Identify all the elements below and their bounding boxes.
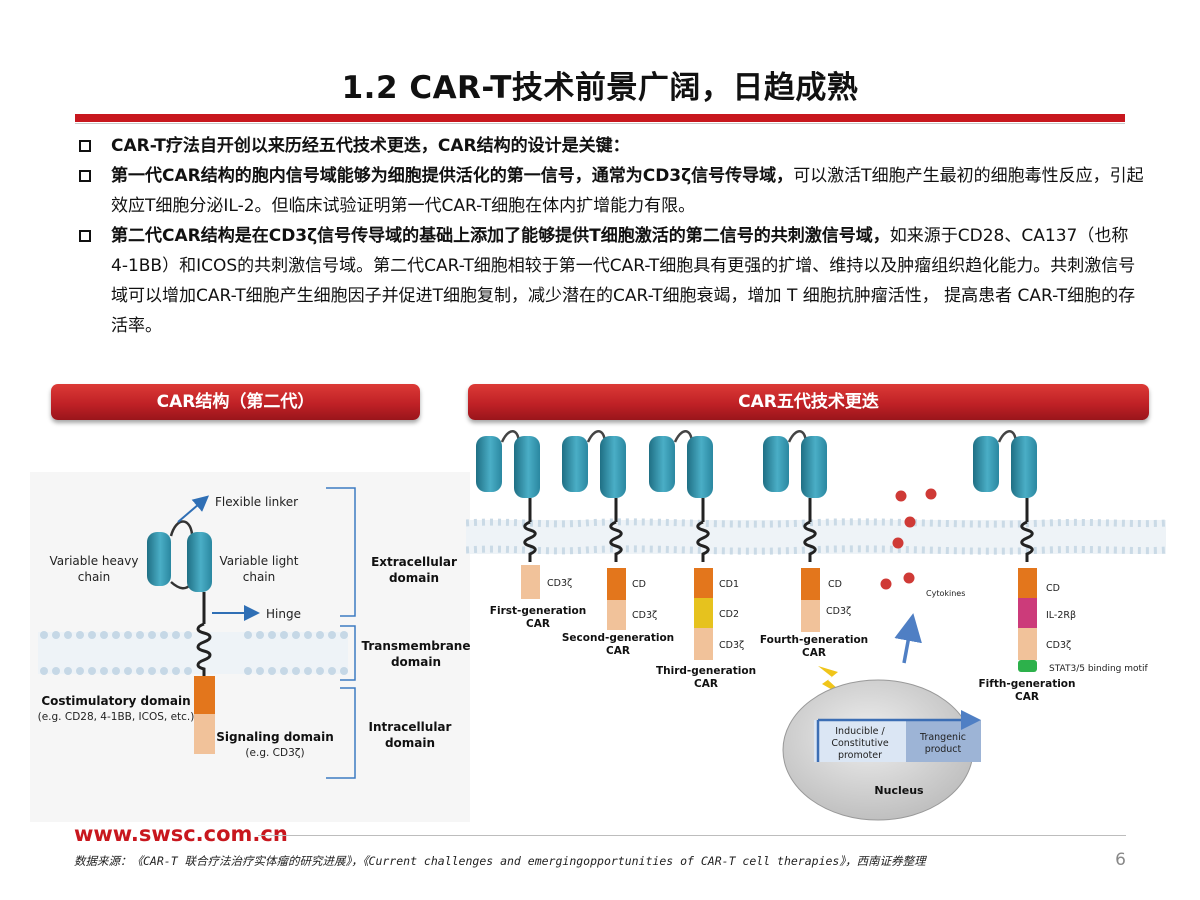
flexible-linker-label: Flexible linker — [215, 495, 298, 509]
gen5-domain-label-1: CD — [1046, 583, 1060, 594]
gen5-domain-label-2: IL-2Rβ — [1046, 610, 1076, 621]
heavy-chain-label-2: chain — [78, 570, 111, 584]
title-underline-bar — [75, 114, 1125, 122]
bullet-bold-text: 第二代CAR结构是在CD3ζ信号传导域的基础上添加了能够提供T细胞激活的第二信号… — [111, 226, 890, 246]
cell-membrane — [38, 631, 348, 675]
page-number: 6 — [1115, 850, 1126, 870]
flexible-linker-shape — [169, 520, 194, 537]
gen4-domain-label-1: CD — [828, 579, 842, 590]
car-receptor-gen3 — [649, 430, 713, 660]
square-bullet-icon — [79, 170, 91, 182]
promoter-label-3: promoter — [838, 750, 882, 761]
car-receptor-gen2 — [562, 430, 626, 630]
footer-website: www.swsc.com.cn — [74, 822, 288, 846]
nucleus-label: Nucleus — [874, 784, 924, 797]
bullet-bold-text: 第一代CAR结构的胞内信号域能够为细胞提供活化的第一信号，通常为CD3ζ信号传导… — [111, 166, 794, 186]
bullet-list: CAR-T疗法自开创以来历经五代技术更迭，CAR结构的设计是关键： 第一代CAR… — [75, 131, 1145, 341]
gen5-name-label-2: CAR — [1015, 691, 1039, 703]
intracellular-bracket — [326, 687, 356, 779]
extracellular-label: Extracellular — [371, 555, 457, 569]
gen3-domain-label-1: CD1 — [719, 579, 739, 590]
bullet-text: 可以激活T细胞产生最初的细胞毒性反应，引起效应T细胞分泌IL-2。但临床试验证明… — [111, 166, 1144, 216]
gen3-name-label: Third-generation — [656, 665, 756, 677]
bullet-text: 如来源于CD28、CA137（也称4-1BB）和ICOS的共刺激信号域。第二代C… — [111, 226, 1136, 336]
car-structure-diagram: Flexible linker Variable heavy chain Var… — [30, 472, 470, 822]
extracellular-bracket — [326, 487, 356, 617]
signaling-label: Signaling domain — [216, 730, 334, 744]
costimulatory-label: Costimulatory domain — [41, 694, 190, 708]
transgenic-product-label: Trangenic — [919, 732, 966, 743]
extracellular-label-2: domain — [389, 571, 439, 585]
light-chain-label: Variable light — [220, 554, 299, 568]
transgenic-product-label-2: product — [925, 744, 962, 755]
car-receptor-gen5 — [973, 430, 1037, 672]
gen3-domain-label-2: CD2 — [719, 609, 739, 620]
gen4-domain-label-2: CD3ζ — [826, 606, 851, 617]
light-chain-label-2: chain — [243, 570, 276, 584]
costimulatory-domain-shape — [194, 676, 215, 714]
transmembrane-coil-shape — [196, 622, 212, 677]
gen2-name-label: Second-generation — [562, 632, 674, 644]
gen5-domain-label-3: CD3ζ — [1046, 640, 1071, 651]
flexible-linker-arrow — [177, 495, 210, 523]
title-underline-rule — [75, 123, 1125, 124]
car-receptor-gen1 — [476, 430, 540, 599]
lightning-bolt-icon — [818, 666, 850, 700]
promoter-label-2: Constitutive — [831, 738, 889, 749]
gen5-name-label: Fifth-generation — [979, 678, 1076, 690]
gen2-name-label-2: CAR — [606, 645, 630, 657]
gen5-domain-label-4: STAT3/5 binding motif — [1049, 664, 1149, 674]
footer-rule — [258, 835, 1126, 836]
transmembrane-label-2: domain — [391, 655, 441, 669]
square-bullet-icon — [79, 230, 91, 242]
bullet-item: 第一代CAR结构的胞内信号域能够为细胞提供活化的第一信号，通常为CD3ζ信号传导… — [75, 161, 1145, 221]
source-note: 数据来源：《CAR-T 联合疗法治疗实体瘤的研究进展》，《Current cha… — [74, 854, 926, 868]
bullet-item: CAR-T疗法自开创以来历经五代技术更迭，CAR结构的设计是关键： — [75, 131, 1145, 161]
intracellular-label: Intracellular — [369, 720, 452, 734]
variable-heavy-chain-shape — [147, 532, 171, 586]
hinge-label: Hinge — [266, 607, 301, 621]
car-receptor-gen4 — [763, 430, 827, 632]
transmembrane-label: Transmembrane — [361, 639, 470, 653]
signaling-example-label: (e.g. CD3ζ) — [245, 747, 304, 759]
intracellular-label-2: domain — [385, 736, 435, 750]
gen3-name-label-2: CAR — [694, 678, 718, 690]
gen2-domain-label-2: CD3ζ — [632, 610, 657, 621]
variable-light-chain-shape — [187, 532, 212, 592]
cytokines-label: Cytokines — [926, 589, 965, 598]
costimulatory-example-label: (e.g. CD28, 4-1BB, ICOS, etc.) — [38, 711, 195, 723]
cytokine-release-arrow — [894, 613, 922, 664]
gen1-domain-label: CD3ζ — [547, 578, 572, 589]
page-title: 1.2 CAR-T技术前景广阔，日趋成熟 — [341, 70, 859, 106]
bullet-item: 第二代CAR结构是在CD3ζ信号传导域的基础上添加了能够提供T细胞激活的第二信号… — [75, 221, 1145, 341]
nucleus — [782, 679, 981, 821]
right-panel-header: CAR五代技术更迭 — [468, 384, 1149, 420]
gen4-name-label-2: CAR — [802, 647, 826, 659]
promoter-label: Inducible / — [835, 726, 885, 737]
bullet-bold-text: CAR-T疗法自开创以来历经五代技术更迭，CAR结构的设计是关键： — [111, 136, 630, 156]
gen1-name-label: First-generation — [490, 605, 586, 617]
transmembrane-bracket — [340, 625, 356, 681]
cytokine-dots — [880, 488, 937, 590]
heavy-chain-label: Variable heavy — [50, 554, 139, 568]
signaling-domain-shape — [194, 714, 215, 754]
gen1-name-label-2: CAR — [526, 618, 550, 630]
car-generations-diagram: Inducible / Constitutive promoter Trange… — [466, 430, 1166, 821]
gen3-domain-label-3: CD3ζ — [719, 640, 744, 651]
gen4-name-label: Fourth-generation — [760, 634, 868, 646]
square-bullet-icon — [79, 140, 91, 152]
left-panel-header: CAR结构（第二代） — [51, 384, 420, 420]
gen2-domain-label-1: CD — [632, 579, 646, 590]
